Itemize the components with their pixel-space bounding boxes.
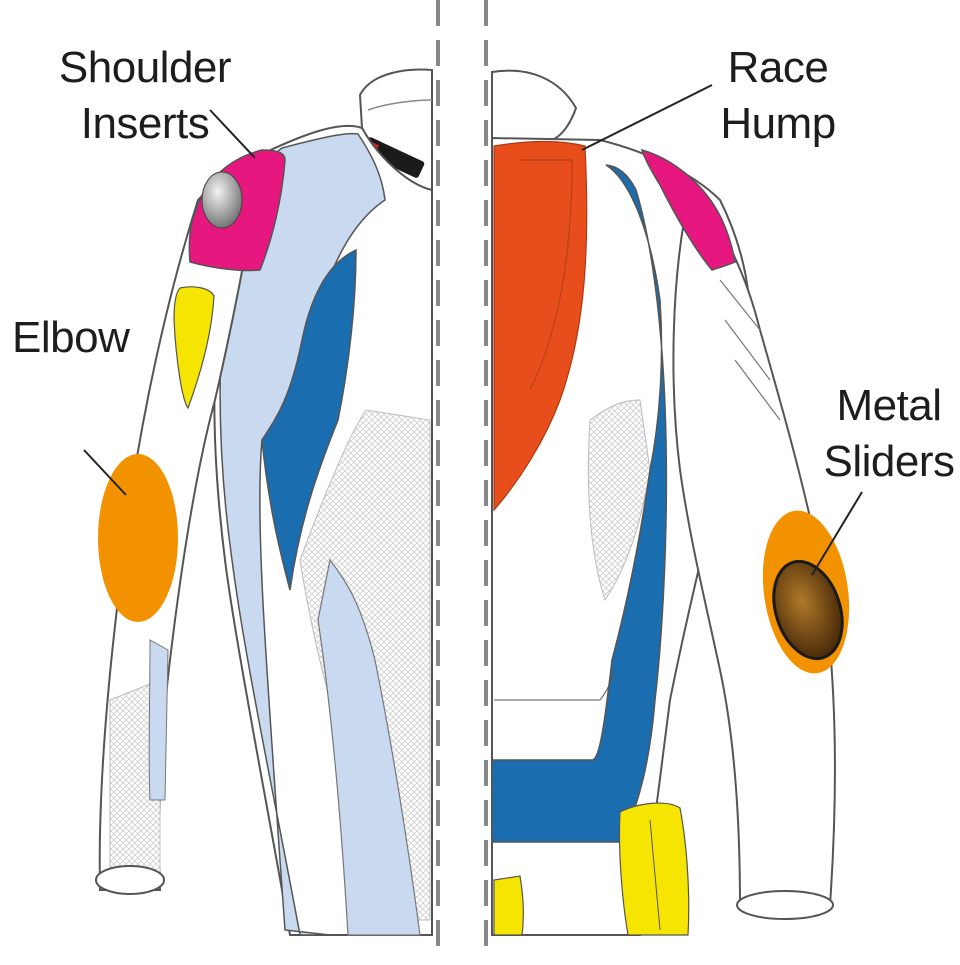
back-race-hump (493, 140, 588, 512)
suit-back (491, 69, 850, 936)
callout-elbow-line-1: Elbow (12, 313, 130, 362)
callout-metal-sliders-line-2: Sliders (823, 437, 956, 486)
back-mesh-panel (587, 399, 651, 602)
back-yellow-pad-left (493, 875, 524, 936)
callout-race-hump: Race Hump (718, 40, 838, 152)
callout-shoulder-inserts-line-2: Inserts (80, 99, 210, 148)
suit-front (95, 68, 433, 936)
front-yellow-pad (173, 286, 215, 410)
back-collar (491, 69, 578, 143)
back-stripes (493, 612, 610, 689)
back-metal-slider (772, 559, 844, 661)
leader-elbow (83, 449, 127, 496)
callout-elbow: Elbow (12, 310, 130, 366)
front-elbow-pad (98, 454, 178, 622)
leader-shoulder-inserts (209, 109, 256, 159)
front-light-blue-panel (219, 132, 386, 936)
leader-metal-sliders (811, 491, 863, 576)
front-dark-blue-panel (261, 248, 357, 591)
back-shoulder-insert (640, 148, 736, 271)
callout-shoulder-inserts: Shoulder Inserts (50, 40, 240, 152)
callout-race-hump-line-2: Hump (720, 99, 836, 148)
back-dark-blue-panel (491, 164, 668, 843)
callout-shoulder-inserts-line-1: Shoulder (58, 43, 232, 92)
callout-metal-sliders: Metal Sliders (822, 378, 956, 490)
callout-race-hump-line-1: Race (727, 43, 829, 92)
callout-metal-sliders-line-1: Metal (836, 381, 942, 430)
front-shoulder-knob (201, 171, 243, 229)
leader-race-hump (581, 84, 713, 151)
